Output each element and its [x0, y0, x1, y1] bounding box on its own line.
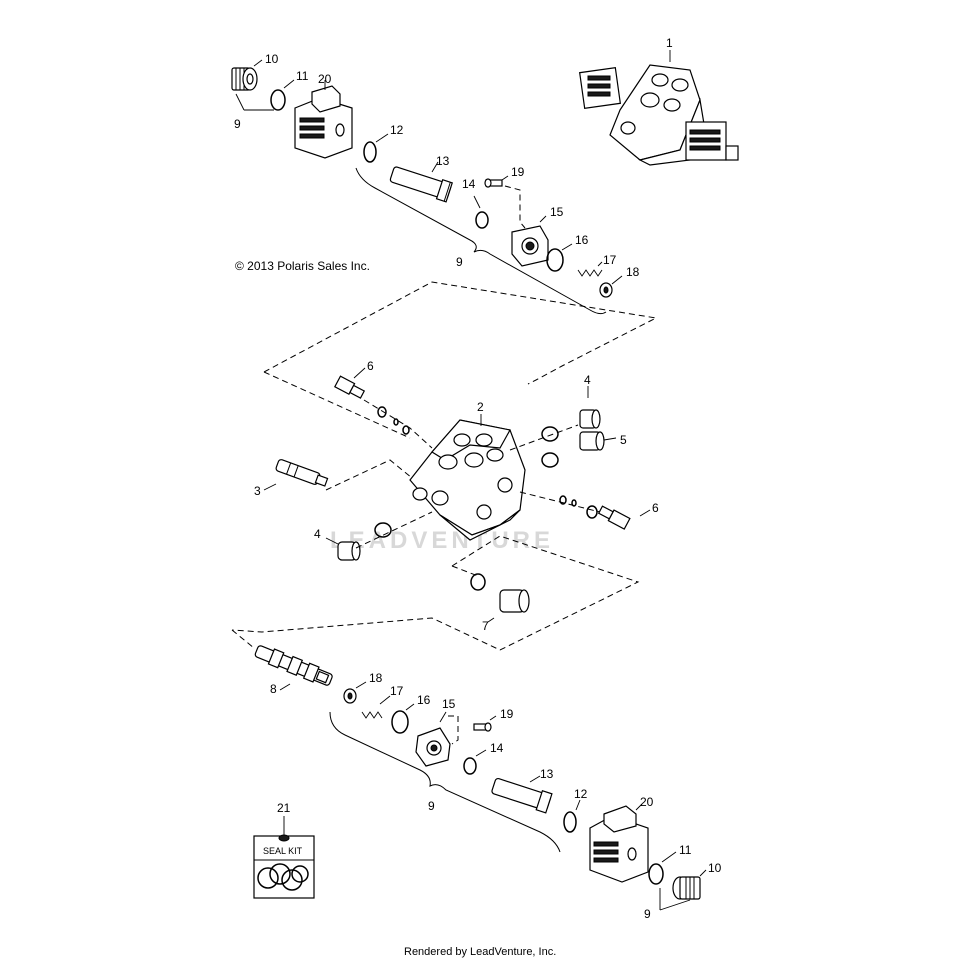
- callout-6-right: 6: [652, 501, 659, 515]
- relief-plug-6-right: [597, 505, 631, 530]
- callout-1: 1: [666, 36, 673, 50]
- callout-18-top: 18: [626, 265, 640, 279]
- footer-credit: Rendered by LeadVenture, Inc.: [404, 946, 556, 958]
- callout-16-bottom: 16: [417, 693, 431, 707]
- watermark: LEADVENTURE: [330, 527, 554, 554]
- callout-20-bottom: 20: [640, 795, 654, 809]
- callout-5: 5: [620, 433, 627, 447]
- o-ring-16-top: [546, 248, 564, 272]
- o-ring-14-top: [475, 211, 489, 229]
- o-ring-12-top: [363, 141, 377, 163]
- plug-4-left: [337, 541, 361, 561]
- o-ring-16-bottom: [391, 710, 409, 734]
- solenoid-coil-top: [294, 85, 353, 159]
- end-cap-15-top: [511, 225, 549, 267]
- callout-20-top: 20: [318, 72, 332, 86]
- callout-11-bottom: 11: [679, 843, 692, 857]
- check-valve-7: [499, 589, 530, 613]
- callout-13-bottom: 13: [540, 767, 554, 781]
- spring-17-top: [577, 269, 603, 277]
- solenoid-nut-bottom: [672, 876, 701, 900]
- o-ring-11-top: [270, 89, 286, 111]
- callout-15-top: 15: [550, 205, 564, 219]
- callout-21: 21: [277, 801, 291, 815]
- copyright: © 2013 Polaris Sales Inc.: [235, 259, 370, 273]
- callout-19-bottom: 19: [500, 707, 514, 721]
- spring-17-bottom: [361, 711, 383, 719]
- valve-body-2: [409, 419, 526, 541]
- relief-plug-6-top: [334, 375, 366, 399]
- callout-10-top: 10: [265, 52, 279, 66]
- o-ring-11-bottom: [648, 863, 664, 885]
- callout-14-bottom: 14: [490, 741, 504, 755]
- callout-17-bottom: 17: [390, 684, 404, 698]
- spool-8: [254, 645, 333, 686]
- callout-4-top: 4: [584, 373, 591, 387]
- seal-kit-21: SEAL KIT: [253, 834, 315, 899]
- callout-19-top: 19: [511, 165, 525, 179]
- callout-18-bottom: 18: [369, 671, 383, 685]
- callout-17-top: 17: [603, 253, 617, 267]
- solenoid-nut-top: [231, 67, 258, 91]
- callout-9-bottom-brace: 9: [428, 799, 435, 813]
- callout-12-bottom: 12: [574, 787, 588, 801]
- valve-assembly-1: [578, 64, 739, 166]
- callout-13-top: 13: [436, 154, 450, 168]
- armature-tube-bottom: [491, 777, 553, 814]
- callout-10-bottom: 10: [708, 861, 722, 875]
- callout-6-top: 6: [367, 359, 374, 373]
- callout-7: 7: [482, 619, 489, 633]
- callout-14-top: 14: [462, 177, 476, 191]
- callout-4-left: 4: [314, 527, 321, 541]
- callout-16-top: 16: [575, 233, 589, 247]
- screw-19-top: [484, 178, 503, 188]
- o-ring-12-bottom: [563, 811, 577, 833]
- callout-8: 8: [270, 682, 277, 696]
- plug-5: [579, 431, 605, 451]
- armature-tube-top: [389, 166, 453, 203]
- callout-9-top-brace: 9: [456, 255, 463, 269]
- callout-12-top: 12: [390, 123, 404, 137]
- callout-3: 3: [254, 484, 261, 498]
- callout-2: 2: [477, 400, 484, 414]
- solenoid-coil-bottom: [589, 805, 649, 883]
- callout-9-bottom-right: 9: [644, 907, 651, 921]
- plug-4-top: [579, 409, 601, 429]
- callout-9-top-left: 9: [234, 117, 241, 131]
- spool-3: [275, 459, 329, 487]
- callout-11-top: 11: [296, 69, 309, 83]
- o-ring-14-bottom: [463, 757, 477, 775]
- end-cap-15-bottom: [415, 727, 451, 767]
- seal-kit-label: SEAL KIT: [263, 846, 303, 856]
- callout-15-bottom: 15: [442, 697, 456, 711]
- screw-19-bottom: [473, 722, 492, 732]
